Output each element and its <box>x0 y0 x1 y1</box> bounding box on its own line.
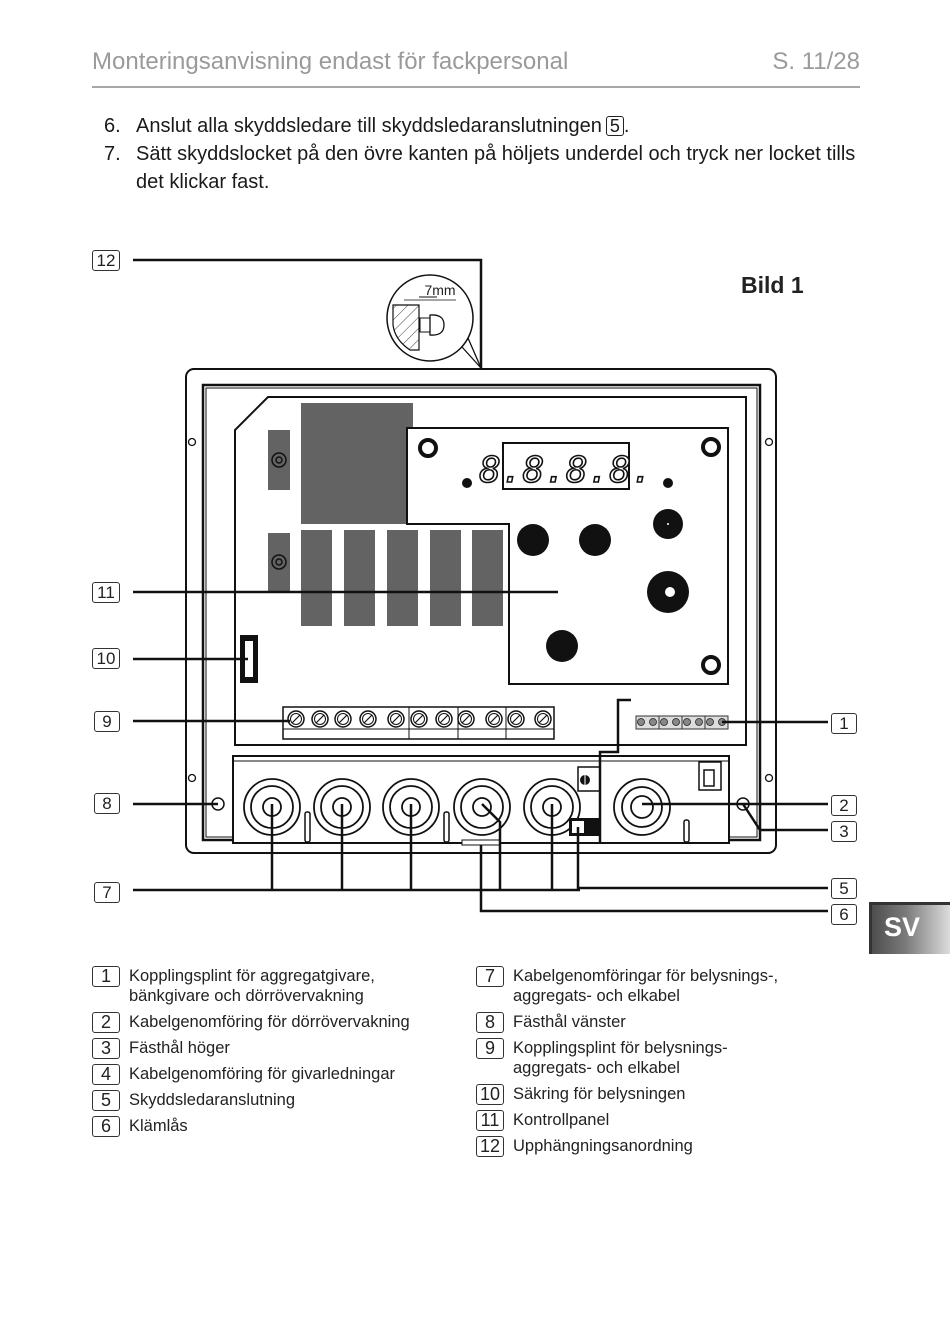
relay <box>387 530 418 626</box>
step-text: Sätt skyddslocket på den övre kanten på … <box>136 143 856 193</box>
seven-segment-display <box>502 442 630 490</box>
screw-hole <box>187 437 197 447</box>
figure-title: Bild 1 <box>741 272 804 298</box>
dimension-label: 7mm <box>424 282 455 298</box>
button <box>579 524 611 556</box>
relay <box>430 530 461 626</box>
legend-number: 5 <box>92 1090 120 1111</box>
cable-gland <box>453 778 511 836</box>
led-indicator <box>462 478 472 488</box>
callout-3: 3 <box>831 821 857 842</box>
screw-hole <box>187 773 197 783</box>
legend-number: 3 <box>92 1038 120 1059</box>
callout-1: 1 <box>831 713 857 734</box>
callout-12: 12 <box>92 250 120 271</box>
legend-number: 7 <box>476 966 504 987</box>
relay <box>301 530 332 626</box>
relay <box>472 530 503 626</box>
display-digits: 8.8.8.8. <box>479 450 652 491</box>
legend-item: 11 Kontrollpanel <box>476 1110 778 1131</box>
legend-item: 1 Kopplingsplint för aggregatgivare, bänk… <box>92 966 410 1006</box>
step-6: 6. Anslut alla skyddsledare till skyddsl… <box>104 112 864 140</box>
legend-number: 9 <box>476 1038 504 1059</box>
led-indicator <box>663 478 673 488</box>
legend-item: 5 Skyddsledaranslutning <box>92 1090 410 1111</box>
legend-text: Fästhål höger <box>129 1039 230 1057</box>
legend-item: 9 Kopplingsplint för belysnings- aggregat… <box>476 1038 778 1078</box>
button <box>546 630 578 662</box>
legend-text: Säkring för belysningen <box>513 1085 686 1103</box>
step-number: 6. <box>104 115 121 137</box>
mount-hole <box>418 438 438 458</box>
legend-item: 10 Säkring för belysningen <box>476 1084 778 1105</box>
legend-item: 8 Fästhål vänster <box>476 1012 778 1033</box>
step-suffix: . <box>623 115 630 137</box>
relay <box>344 530 375 626</box>
legend-text: Kopplingsplint för aggregatgivare, bänkg… <box>129 967 375 1005</box>
component-block <box>268 533 290 593</box>
legend-text: Klämlås <box>129 1117 188 1135</box>
legend-number: 2 <box>92 1012 120 1033</box>
legend-number: 10 <box>476 1084 504 1105</box>
callout-reference: 5 <box>605 116 624 136</box>
instruction-steps: 6. Anslut alla skyddsledare till skyddsl… <box>104 112 864 196</box>
legend-right: 7 Kabelgenomföringar för belysnings-, agg… <box>476 966 778 1162</box>
legend-number: 11 <box>476 1110 504 1131</box>
legend-text: Kontrollpanel <box>513 1111 610 1129</box>
legend-number: 4 <box>92 1064 120 1085</box>
language-tab: SV <box>869 902 950 954</box>
legend-text: Kabelgenomföring för givarledningar <box>129 1065 395 1083</box>
callout-10: 10 <box>92 648 120 669</box>
legend-text: Fästhål vänster <box>513 1013 626 1031</box>
document-title: Monteringsanvisning endast för fackperso… <box>92 48 569 75</box>
legend-number: 12 <box>476 1136 504 1157</box>
page-number: S. 11/28 <box>772 48 860 75</box>
legend-item: 7 Kabelgenomföringar för belysnings-, agg… <box>476 966 778 1006</box>
step-number: 7. <box>104 143 121 165</box>
legend-item: 2 Kabelgenomföring för dörrövervakning <box>92 1012 410 1033</box>
callout-6: 6 <box>831 904 857 925</box>
mount-hole <box>701 437 721 457</box>
step-7: 7. Sätt skyddslocket på den övre kanten … <box>104 140 864 196</box>
callout-7: 7 <box>94 882 120 903</box>
transformer <box>301 403 413 524</box>
control-panel <box>406 427 729 685</box>
legend-text: Kabelgenomföringar för belysnings-, aggr… <box>513 967 779 1005</box>
legend-number: 8 <box>476 1012 504 1033</box>
screw-hole <box>764 437 774 447</box>
step-text: Anslut alla skyddsledare till skyddsleda… <box>136 115 602 137</box>
callout-5: 5 <box>831 878 857 899</box>
legend-number: 6 <box>92 1116 120 1137</box>
callout-8: 8 <box>94 793 120 814</box>
leader-lines <box>133 258 828 913</box>
legend-item: 12 Upphängningsanordning <box>476 1136 778 1157</box>
callout-2: 2 <box>831 795 857 816</box>
screw-hole <box>764 773 774 783</box>
legend-left: 1 Kopplingsplint för aggregatgivare, bänk… <box>92 966 410 1142</box>
legend-text: Upphängningsanordning <box>513 1137 693 1155</box>
callout-11: 11 <box>92 582 120 603</box>
legend-text: Kabelgenomföring för dörrövervakning <box>129 1013 410 1031</box>
legend-item: 4 Kabelgenomföring för givarledningar <box>92 1064 410 1085</box>
page-header: Monteringsanvisning endast för fackperso… <box>92 48 860 88</box>
legend-text: Skyddsledaranslutning <box>129 1091 296 1109</box>
mount-hole <box>701 655 721 675</box>
legend-item: 3 Fästhål höger <box>92 1038 410 1059</box>
terminal-screws <box>287 707 552 739</box>
legend-item: 6 Klämlås <box>92 1116 410 1137</box>
callout-9: 9 <box>94 711 120 732</box>
component-block <box>268 430 290 490</box>
legend-text: Kopplingsplint för belysnings- aggregats… <box>513 1039 728 1077</box>
language-label: SV <box>884 912 921 942</box>
button <box>517 524 549 556</box>
legend-number: 1 <box>92 966 120 987</box>
